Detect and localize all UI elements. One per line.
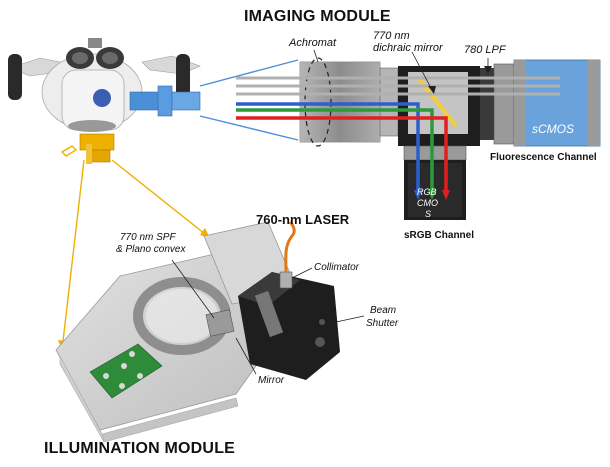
beam-shutter-label-line2: Shutter: [366, 318, 399, 329]
fluorescence-beams: [236, 76, 560, 96]
pcb-board: [89, 343, 163, 399]
rgb-label-line3: S: [425, 209, 432, 219]
spf-label-line1: 770 nm SPF: [120, 232, 176, 243]
imaging-module: [236, 49, 601, 220]
laser-label: 760-nm LASER: [256, 212, 350, 227]
mirror-label: Mirror: [258, 375, 285, 386]
achromat-label: Achromat: [289, 37, 337, 49]
rgb-beams: [236, 102, 448, 196]
imaging-guide-lines: [199, 59, 299, 141]
dichroic-label-line2: dichraic mirror: [373, 42, 443, 54]
illumination-module: [55, 220, 365, 443]
rgb-label-line1: RGB: [417, 187, 437, 197]
collimator: [279, 271, 293, 289]
collimator-label: Collimator: [314, 262, 360, 273]
scmos-label: sCMOS: [532, 122, 574, 136]
achromat-lens: [304, 57, 332, 147]
lpf-label: 780 LPF: [464, 44, 506, 56]
surgical-microscope: [8, 38, 201, 164]
illumination-module-title: ILLUMINATION MODULE: [44, 440, 236, 457]
dichroic-label-line1: 770 nm: [373, 30, 410, 42]
imaging-module-title: IMAGING MODULE: [244, 8, 391, 25]
srgb-channel-label: sRGB Channel: [404, 230, 475, 241]
scmos-camera: [513, 59, 601, 147]
fluorescence-channel-label: Fluorescence Channel: [490, 152, 597, 163]
rgb-label-line2: CMO: [417, 198, 438, 208]
laser-fiber: [284, 220, 296, 273]
microscope-logo: [93, 89, 111, 107]
beam-shutter-label-line1: Beam: [370, 305, 397, 316]
spf-label-line2: & Plano convex: [116, 244, 186, 255]
